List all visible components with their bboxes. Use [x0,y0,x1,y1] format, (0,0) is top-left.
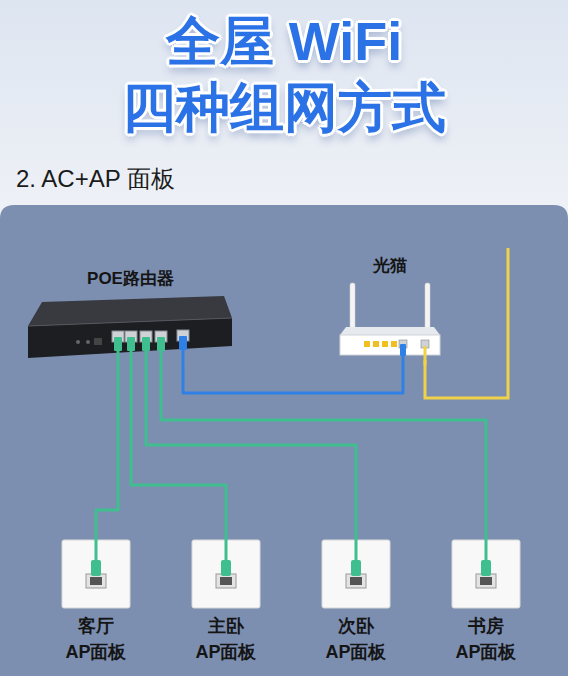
ap-panel-node: 客厅 AP面板 [62,540,130,608]
device-label: 主卧 AP面板 [189,613,263,665]
title: 全屋 WiFi 四种组网方式 [94,8,474,140]
device-label: POE路由器 [87,267,174,290]
title-banner [0,0,568,210]
title-block: 全屋 WiFi 四种组网方式 [0,8,568,140]
ap-panel-node: 主卧 AP面板 [192,540,260,608]
section-heading: 2. AC+AP 面板 [16,163,175,195]
modem-device [340,283,440,365]
ap-panel-node: 次卧 AP面板 [322,540,390,608]
router-device [28,296,232,366]
ap-panel-art [62,540,520,608]
device-label: 客厅 AP面板 [59,613,133,665]
network-cable [183,365,403,393]
device-label: 次卧 AP面板 [319,613,393,665]
network-cable [161,366,486,540]
router-node: POE路由器 [28,296,233,366]
network-cable [96,366,118,540]
network-cable [146,366,356,540]
modem-node: 光猫 [340,283,440,365]
device-label: 书房 AP面板 [449,613,523,665]
panel-ground [0,205,568,676]
fiber-line [425,248,508,398]
device-label: 光猫 [373,254,407,277]
ap-panel-node: 书房 AP面板 [452,540,520,608]
